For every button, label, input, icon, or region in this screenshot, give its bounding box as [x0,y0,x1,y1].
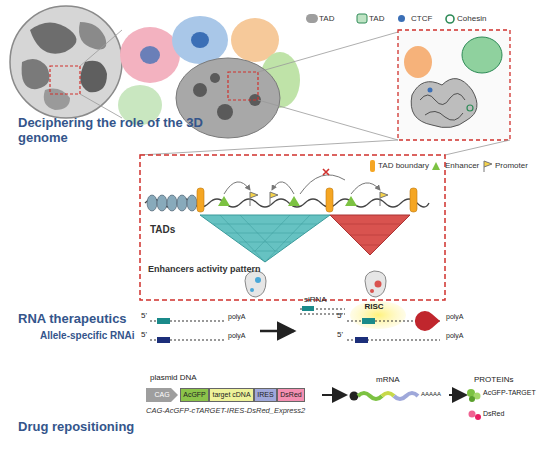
protein-name: DsRed [483,410,504,418]
legend-symbol [444,13,456,25]
legend-symbol [482,160,494,172]
section-heading: RNA therapeutics [18,312,127,327]
construct-caption: CAG-AcGFP-cTARGET-IRES-DsRed_Express2 [146,407,305,416]
legend-swatch [370,160,375,172]
legend-text: Promoter [495,161,528,170]
section-heading: Deciphering the role of the 3D genome [18,116,213,146]
plasmid-segment: CAG [146,388,178,402]
segment-text: target cDNA [212,391,250,399]
panel-label: TADs [150,224,175,236]
plasmid-segment: IRES [254,388,277,402]
plasmid-segment: DsRed [277,388,305,402]
strand-end: 5' [337,330,343,339]
risc-complex: RISC [360,300,388,315]
legend-text: TAD boundary [378,161,429,170]
segment-text: CAG [154,391,169,399]
polya-label: polyA [446,313,464,321]
mrna-label: mRNA [376,375,400,384]
panel-label: Enhancers activity pattern [148,264,261,274]
segment-text: AcGFP [183,391,206,399]
polya-label: polyA [228,332,246,340]
polya-tail: AAAAA [421,391,441,398]
legend-text: CTCF [411,14,432,23]
legend-text: TAD [369,14,384,23]
strand-end: 5' [141,311,147,320]
polya-label: polyA [228,313,246,321]
strand-end: 5' [141,330,147,339]
protein-label: PROTEINs [474,375,514,384]
section-subheading: Allele-specific RNAi [40,330,134,342]
tad-panel [140,155,445,300]
expression-illustration [322,389,481,420]
legend-symbol [356,13,368,25]
strand-end: 5' [337,311,343,320]
plasmid-segment: target cDNA [209,388,254,402]
legend-text: Cohesin [457,14,486,23]
segment-text: RISC [364,303,383,312]
legend-swatch [432,162,440,170]
sirna-label: siRNA [304,295,327,304]
protein-name: AcGFP-TARGET [483,389,536,397]
legend-swatch [306,14,318,23]
section-heading: Drug repositioning [18,420,134,435]
segment-text: DsRed [280,391,301,399]
plasmid-label: plasmid DNA [150,373,197,382]
segment-text: IRES [257,391,273,399]
nucleus [10,6,122,118]
tad-zoom [398,30,510,140]
legend-text: Enhancer [445,161,479,170]
polya-label: polyA [446,332,464,340]
legend-text: TAD [319,14,334,23]
plasmid-segment: AcGFP [180,388,209,402]
rnai-illustration [150,301,440,343]
legend-swatch [398,15,405,22]
